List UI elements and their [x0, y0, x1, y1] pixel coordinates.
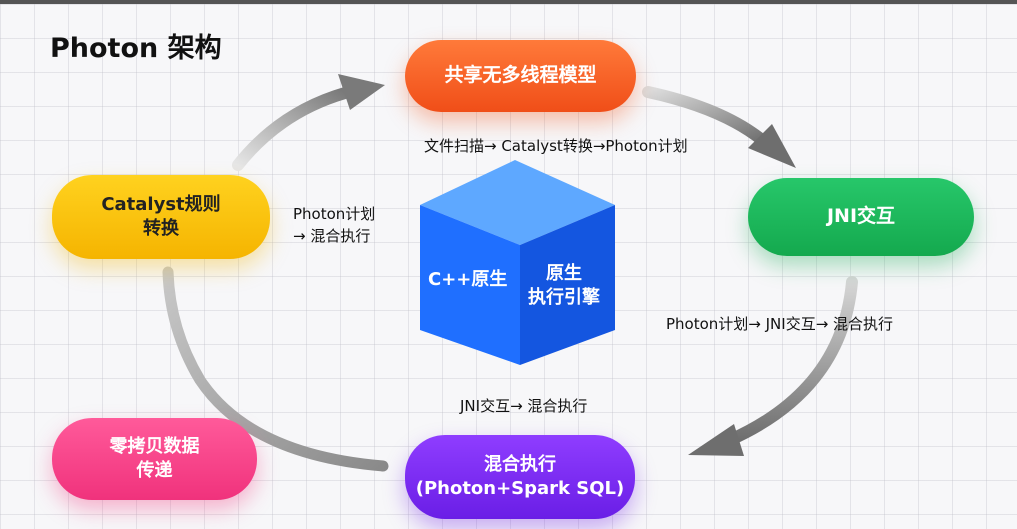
cube-front-label: C++原生 [428, 268, 507, 292]
arrow-jni-to-mixed [724, 276, 858, 446]
arrow-head-top-right [748, 124, 796, 168]
node-catalyst-transform: Catalyst规则 转换 [52, 175, 270, 259]
engine-cube [420, 160, 615, 365]
page-title: Photon 架构 [50, 33, 222, 64]
edge-label-bottom: JNI交互→ 混合执行 [460, 396, 587, 418]
edge-label-left: Photon计划 → 混合执行 [293, 204, 375, 248]
node-mixed-execution-line1: 混合执行 [484, 453, 556, 475]
cube-front-label-text: C++原生 [428, 269, 508, 290]
cube-right-face [520, 205, 615, 365]
node-catalyst-line2: 转换 [143, 218, 179, 239]
cube-left-face [420, 205, 520, 365]
cube-side-label-line1: 原生 [546, 263, 582, 284]
top-border [0, 0, 1017, 4]
edge-label-right: Photon计划→ JNI交互→ 混合执行 [666, 314, 893, 336]
arrow-head-right [688, 424, 744, 456]
node-shared-thread-model-label: 共享无多线程模型 [444, 64, 597, 87]
edge-label-top-text: 文件扫描→ Catalyst转换→Photon计划 [424, 137, 688, 155]
node-zero-copy: 零拷贝数据 传递 [52, 418, 257, 500]
edge-label-right-text: Photon计划→ JNI交互→ 混合执行 [666, 315, 894, 333]
edge-label-left-line2: → 混合执行 [293, 226, 371, 245]
arrow-mixed-to-catalyst [162, 266, 389, 472]
cube-top-face [420, 160, 615, 245]
node-zero-copy-line1: 零拷贝数据 [109, 435, 200, 457]
node-catalyst-line1: Catalyst规则 [101, 193, 221, 215]
node-mixed-execution-line2: (Photon+Spark SQL) [415, 478, 625, 499]
arrow-catalyst-to-shared [232, 87, 351, 171]
node-zero-copy-line2: 传递 [136, 460, 173, 481]
edge-label-top: 文件扫描→ Catalyst转换→Photon计划 [424, 136, 688, 158]
node-jni-interaction: JNI交互 [748, 178, 974, 256]
node-shared-thread-model: 共享无多线程模型 [405, 40, 636, 112]
cube-side-label: 原生 执行引擎 [528, 262, 600, 311]
edge-label-bottom-text: JNI交互→ 混合执行 [460, 397, 588, 415]
arrow-shared-to-jni [642, 86, 768, 146]
arrow-head-top-left [338, 74, 385, 110]
node-mixed-execution: 混合执行 (Photon+Spark SQL) [405, 435, 635, 519]
node-jni-interaction-label: JNI交互 [826, 205, 896, 228]
edge-label-left-line1: Photon计划 [293, 205, 376, 223]
cube-side-label-line2: 执行引擎 [528, 287, 600, 309]
